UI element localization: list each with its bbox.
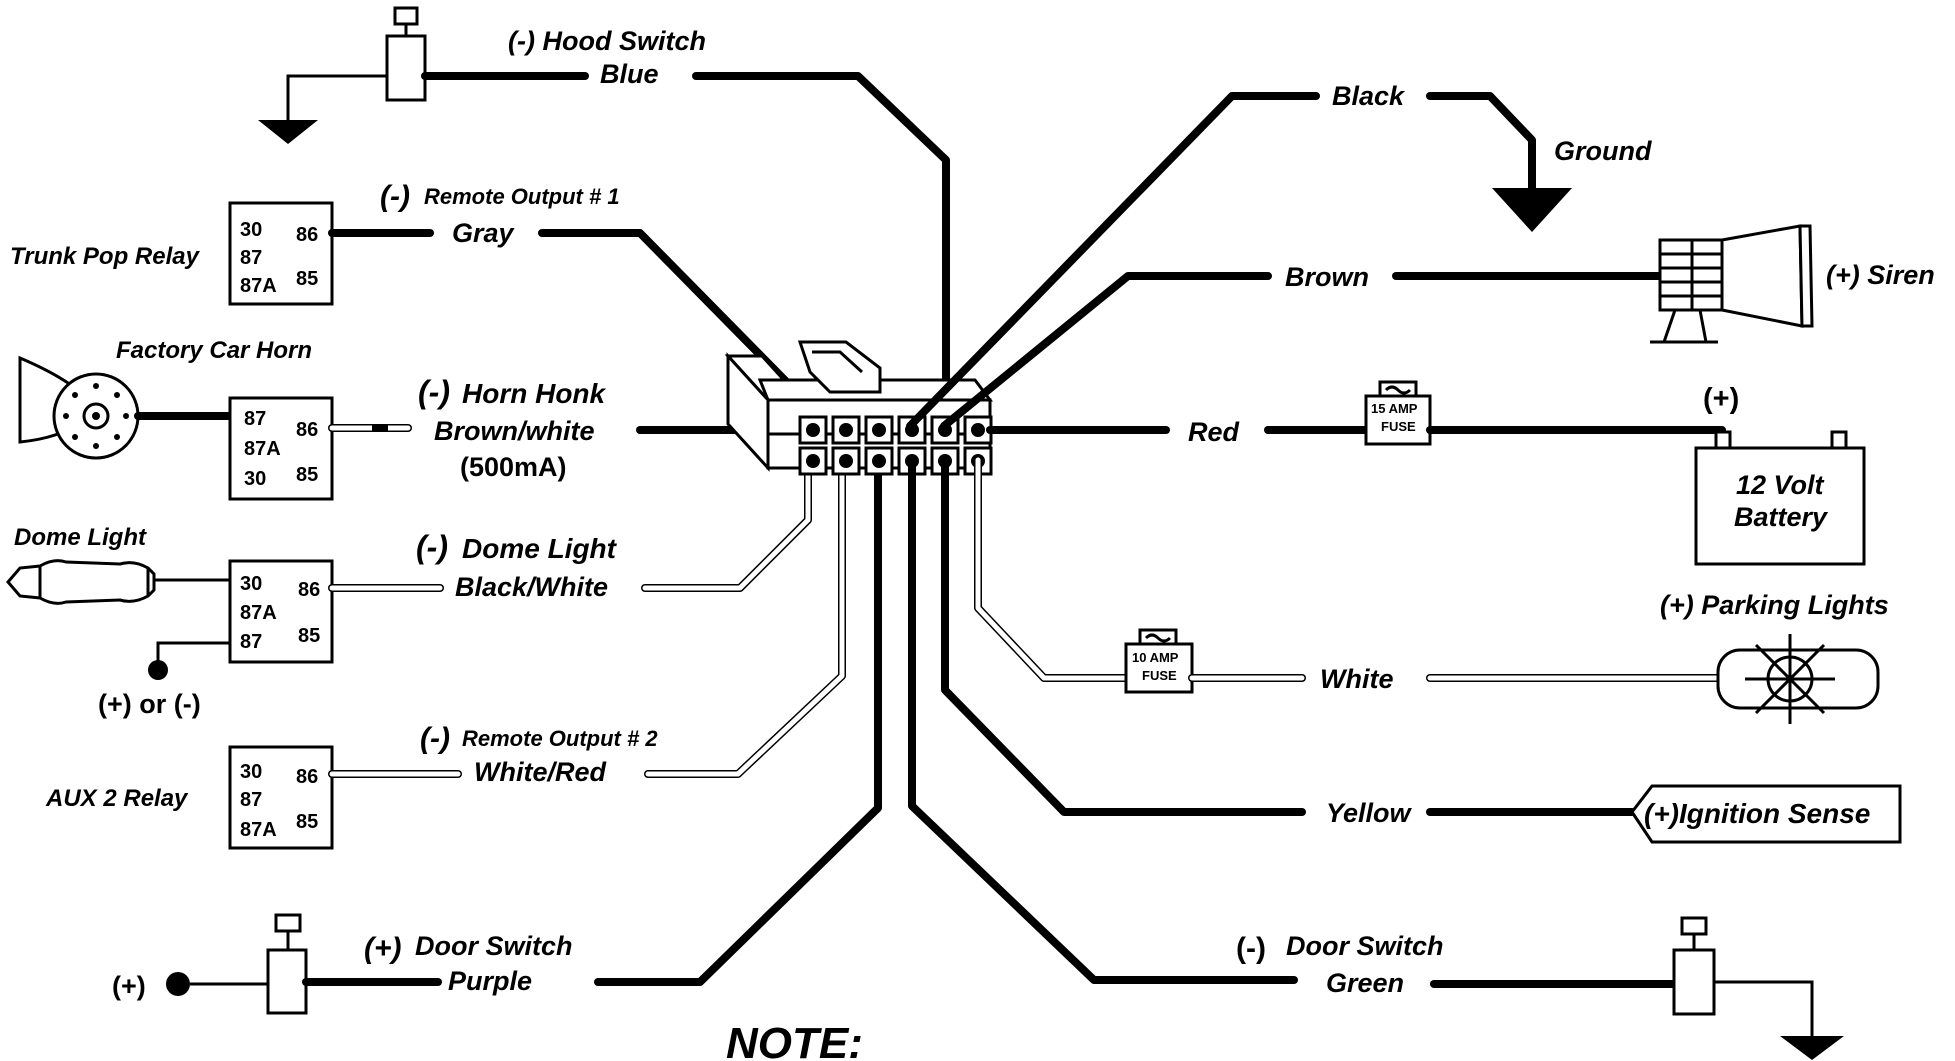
door-switch-minus (1672, 916, 1844, 1060)
battery-icon: 12 Volt Battery (1694, 430, 1866, 566)
aux2-relay: 30 86 87 85 87A (228, 745, 334, 850)
ignition-sense-label: (+)Ignition Sense (1644, 798, 1870, 829)
battery-plus-label: (+) (1703, 383, 1739, 415)
svg-text:86: 86 (298, 579, 320, 601)
remote-output-1-polarity: (-) (380, 180, 410, 213)
horn-relay: 87 86 87A 85 30 (228, 396, 334, 501)
svg-text:12 Volt: 12 Volt (1736, 470, 1825, 500)
svg-text:86: 86 (296, 419, 318, 441)
hood-switch-ground-icon (258, 120, 318, 144)
horn-honk-title: Horn Honk (462, 378, 607, 409)
svg-text:85: 85 (296, 464, 318, 486)
remote-output-2-color: White/Red (474, 757, 607, 787)
dome-light-device-label: Dome Light (14, 524, 147, 551)
svg-text:87A: 87A (240, 602, 277, 624)
trunk-pop-relay-label: Trunk Pop Relay (10, 243, 201, 270)
dome-light-color: Black/White (455, 572, 608, 602)
note-label: NOTE: (726, 1019, 863, 1061)
horn-honk-color: Brown/white (434, 416, 595, 446)
svg-text:10 AMP: 10 AMP (1132, 650, 1179, 665)
fuse-15-amp: 15 AMP FUSE (1364, 380, 1432, 446)
white-wire-trunk (974, 456, 1130, 682)
svg-text:87: 87 (244, 408, 266, 430)
remote-output-2-title: Remote Output # 2 (462, 726, 658, 751)
svg-text:87: 87 (240, 247, 262, 269)
parking-lights-label: (+) Parking Lights (1660, 590, 1889, 620)
door-switch-minus-ground-icon (1780, 1036, 1844, 1060)
red-label: Red (1188, 417, 1240, 447)
yellow-label: Yellow (1326, 798, 1413, 828)
trunk-pop-relay: 30 86 87 85 87A (228, 201, 334, 306)
main-harness-connector (724, 340, 993, 476)
horn-honk-polarity: (-) (418, 374, 450, 410)
fuse-10-amp: 10 AMP FUSE (1124, 628, 1194, 694)
svg-text:Battery: Battery (1734, 502, 1829, 532)
svg-text:85: 85 (298, 625, 320, 647)
remote-output-1-title: Remote Output # 1 (424, 184, 620, 209)
svg-text:87A: 87A (240, 275, 277, 297)
door-switch-plus-color: Purple (448, 966, 532, 996)
svg-text:85: 85 (296, 268, 318, 290)
svg-text:87: 87 (240, 631, 262, 653)
black-wire (906, 92, 1320, 430)
white-red-wire (644, 456, 846, 778)
svg-text:87: 87 (240, 789, 262, 811)
door-switch-minus-color: Green (1326, 968, 1404, 998)
svg-text:30: 30 (244, 468, 266, 490)
factory-car-horn-label: Factory Car Horn (116, 337, 312, 364)
door-switch-plus-dot (166, 972, 190, 996)
door-switch-minus-title: Door Switch (1286, 931, 1444, 961)
remote-output-2-polarity: (-) (420, 722, 450, 755)
svg-text:30: 30 (240, 219, 262, 241)
hood-switch-color-label: Blue (600, 59, 659, 89)
horn-honk-current: (500mA) (460, 452, 567, 482)
brown-label: Brown (1285, 262, 1369, 292)
dome-relay: 30 86 87A 85 87 (228, 559, 334, 664)
svg-text:FUSE: FUSE (1142, 668, 1177, 683)
dome-light-polarity: (-) (416, 529, 448, 565)
yellow-wire (941, 456, 1306, 816)
door-switch-minus-polarity: (-) (1236, 932, 1266, 965)
dome-light-title: Dome Light (462, 533, 618, 564)
ground-label: Ground (1554, 136, 1652, 166)
svg-text:15 AMP: 15 AMP (1371, 401, 1418, 416)
horn-icon (18, 355, 140, 460)
aux2-relay-label: AUX 2 Relay (45, 785, 189, 812)
black-label: Black (1332, 81, 1406, 111)
ignition-sense-tag (1630, 784, 1902, 844)
svg-text:86: 86 (296, 766, 318, 788)
svg-text:87A: 87A (244, 438, 281, 460)
dome-light-bulb-icon (6, 559, 156, 605)
connector-pins-top (798, 415, 993, 445)
parking-light-icon (1716, 634, 1880, 724)
siren-label: (+) Siren (1826, 260, 1935, 290)
svg-text:30: 30 (240, 573, 262, 595)
svg-text:FUSE: FUSE (1381, 419, 1416, 434)
dome-plus-minus-label: (+) or (-) (98, 689, 201, 719)
black-white-wire (641, 456, 812, 592)
siren-icon (1650, 224, 1814, 344)
door-switch-plus (266, 913, 308, 1015)
door-switch-plus-source: (+) (112, 971, 146, 1001)
ground-icon (1492, 188, 1572, 232)
brown-wire (940, 272, 1272, 430)
dome-terminal-dot (148, 660, 168, 680)
svg-text:86: 86 (296, 224, 318, 246)
door-switch-plus-polarity: (+) (364, 932, 402, 965)
purple-wire (594, 456, 882, 986)
svg-text:87A: 87A (240, 819, 277, 841)
white-label: White (1320, 664, 1394, 694)
hood-switch-polarity-label: (-) Hood Switch (508, 26, 706, 56)
svg-text:30: 30 (240, 761, 262, 783)
hood-switch (258, 6, 427, 144)
remote-output-1-color: Gray (452, 218, 516, 248)
green-wire (908, 456, 1298, 984)
svg-text:85: 85 (296, 811, 318, 833)
door-switch-plus-title: Door Switch (415, 931, 573, 961)
